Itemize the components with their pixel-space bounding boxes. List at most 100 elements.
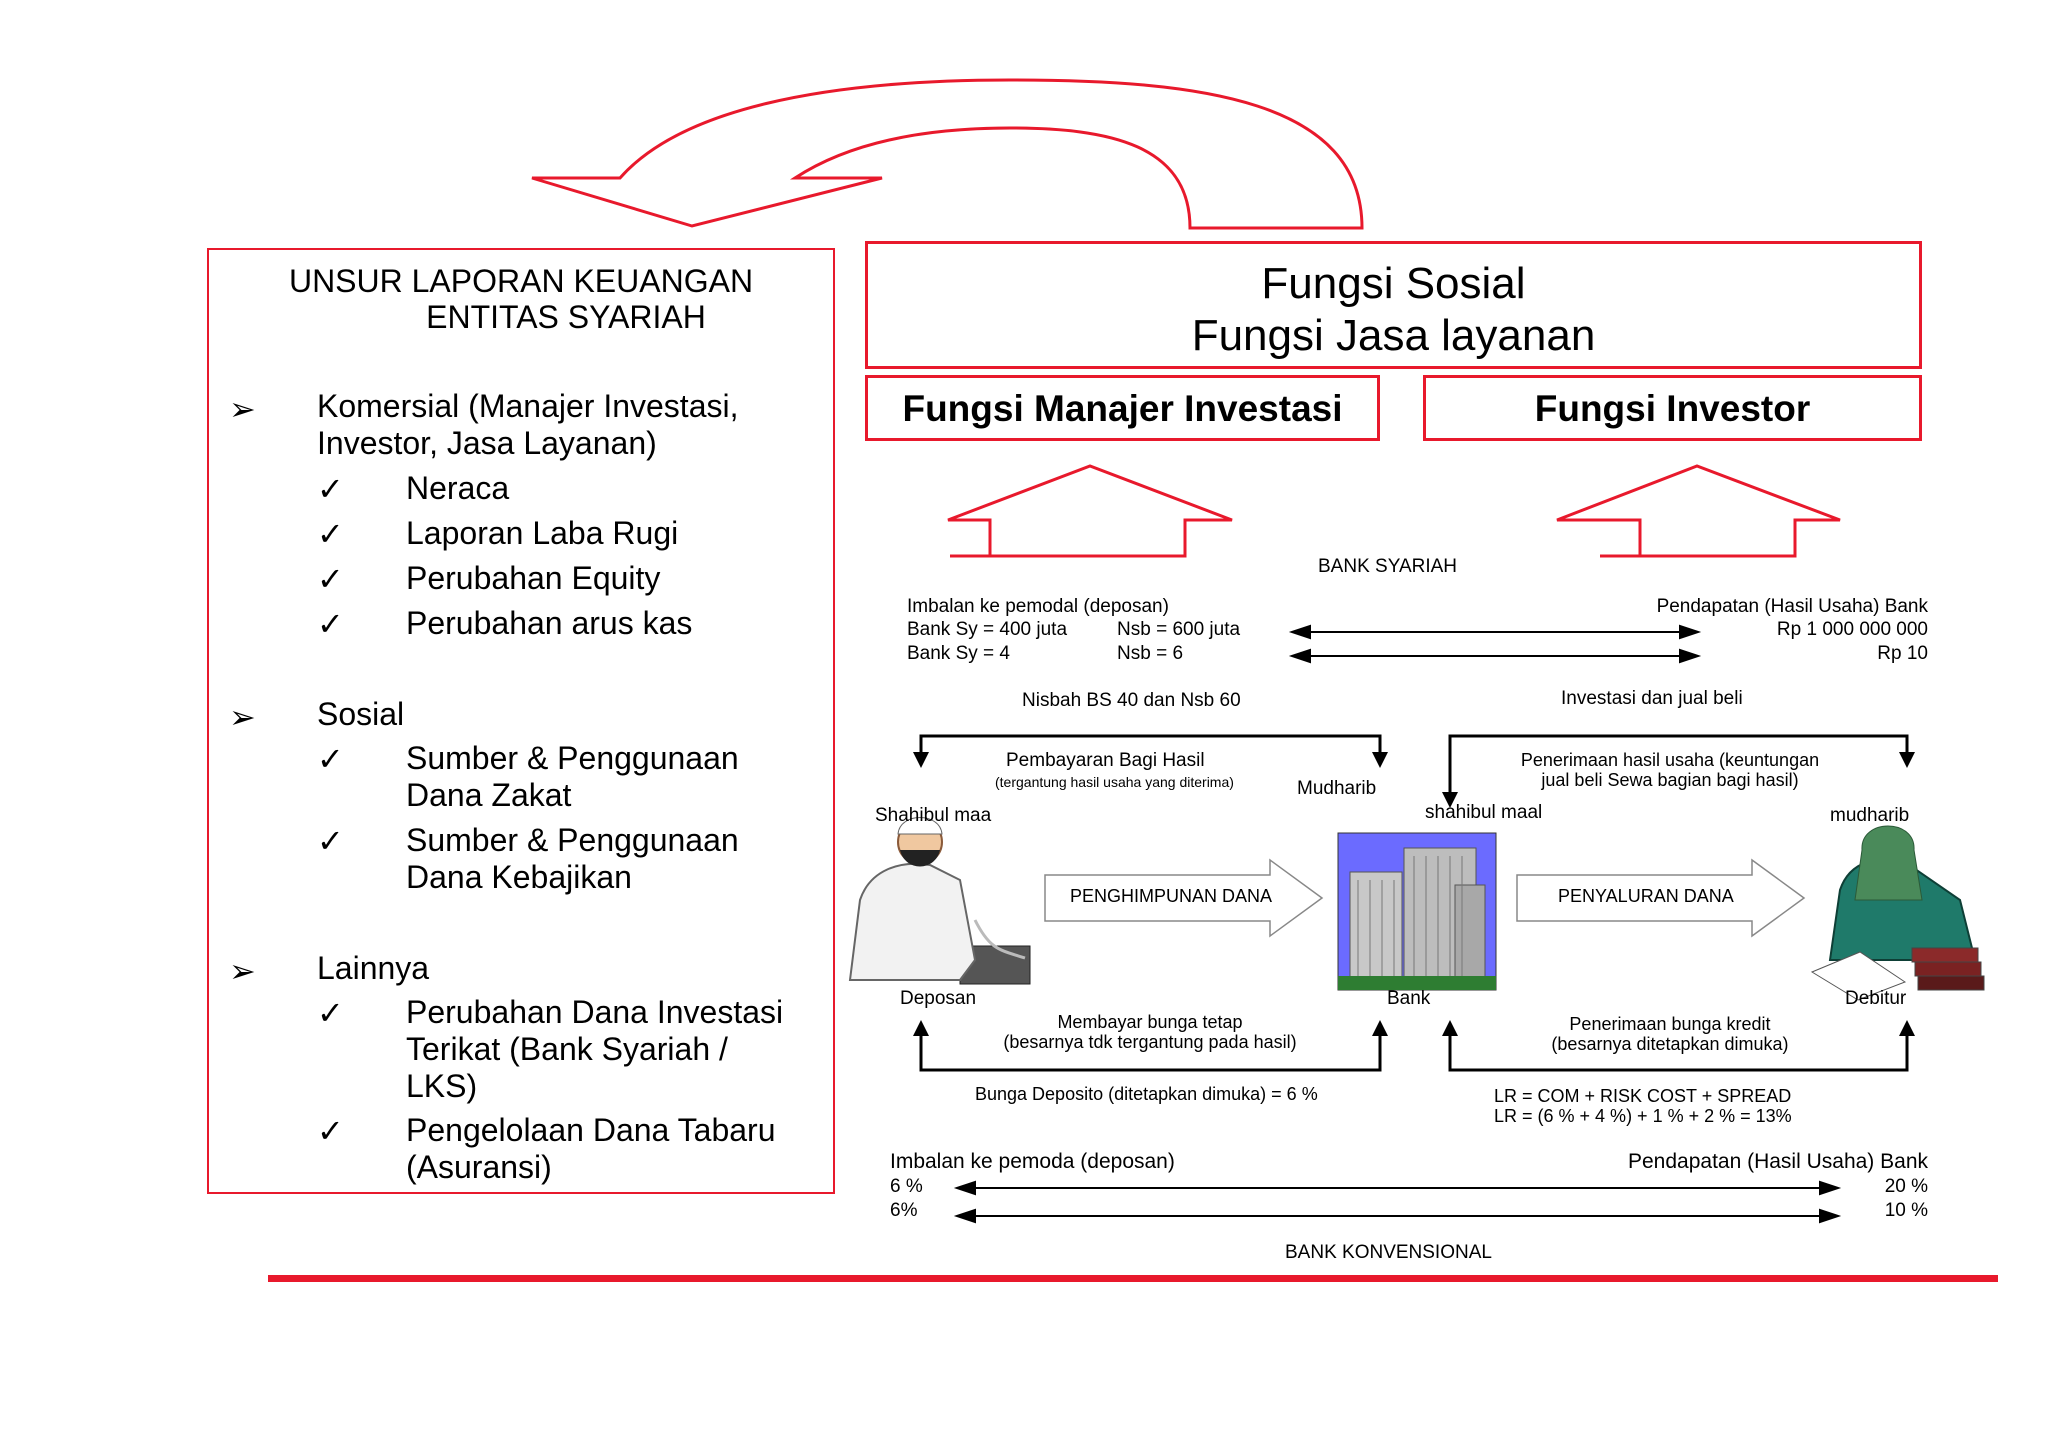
- bullet-icon: ➢: [229, 391, 256, 427]
- double-arrow-konv-2: [953, 1208, 1842, 1224]
- imbalan-konv-label: Imbalan ke pemoda (deposan): [890, 1150, 1175, 1173]
- pendapatan-konv-label: Pendapatan (Hasil Usaha) Bank: [1627, 1150, 1928, 1173]
- bunga-deposito-label: Bunga Deposito (ditetapkan dimuka) = 6 %: [975, 1084, 1318, 1104]
- lr-label-1: LR = COM + RISK COST + SPREAD: [1494, 1086, 1792, 1106]
- bullet-icon: ➢: [229, 699, 256, 735]
- rp-2: Rp 10: [1877, 643, 1928, 664]
- bracket-arrow-bottom-left: [919, 1030, 1382, 1072]
- check-icon: ✓: [317, 516, 344, 552]
- double-arrow-syariah-2: [1288, 648, 1702, 664]
- check-icon: ✓: [317, 561, 344, 597]
- penerimaan-label-1: Penerimaan hasil usaha (keuntungan: [1520, 750, 1820, 770]
- arrowhead: [913, 752, 929, 768]
- list-item: Perubahan Equity: [406, 560, 661, 596]
- list-item: Laporan Laba Rugi: [406, 515, 679, 551]
- membayar-label-1: Membayar bunga tetap: [1057, 1012, 1243, 1032]
- section-heading: Sosial: [317, 696, 405, 732]
- nisbah-label: Nisbah BS 40 dan Nsb 60: [1022, 690, 1241, 711]
- list-item: Dana Kebajikan: [406, 859, 632, 895]
- left-panel-title-2: ENTITAS SYARIAH: [426, 299, 706, 335]
- block-arrow-penyaluran: [1516, 858, 1806, 938]
- check-icon: ✓: [317, 823, 344, 859]
- debitur-label: Debitur: [1845, 988, 1907, 1009]
- mudharib-right-label: mudharib: [1830, 805, 1910, 826]
- mudharib-center-label: Mudharib: [1297, 778, 1377, 799]
- pembayaran-label: Pembayaran Bagi Hasil: [1006, 750, 1205, 771]
- membayar-label-2: (besarnya tdk tergantung pada hasil): [1003, 1032, 1297, 1052]
- penyaluran-label: PENYALURAN DANA: [1558, 886, 1734, 906]
- block-arrow-penghimpunan: [1044, 858, 1324, 938]
- konv-right-2: 10 %: [1884, 1200, 1928, 1221]
- bullet-icon: ➢: [229, 953, 256, 989]
- arrowhead: [1442, 1020, 1458, 1036]
- arrowhead: [1899, 1020, 1915, 1036]
- shahibul-left-label: Shahibul maa: [875, 805, 992, 826]
- bank-building-icon: [1337, 832, 1497, 991]
- section-heading: Investor, Jasa Layanan): [317, 425, 657, 461]
- konv-right-1: 20 %: [1884, 1176, 1928, 1197]
- list-item: Perubahan arus kas: [406, 605, 693, 641]
- lr-label-2: LR = (6 % + 4 %) + 1 % + 2 % = 13%: [1494, 1106, 1792, 1126]
- rp-1: Rp 1 000 000 000: [1776, 619, 1928, 640]
- fungsi-investor-box: Fungsi Investor: [1423, 375, 1922, 441]
- bank-sy-2: Bank Sy = 4: [907, 643, 1010, 664]
- bank-label: Bank: [1387, 988, 1431, 1009]
- bracket-arrow-bottom-right: [1448, 1030, 1909, 1072]
- konv-left-2: 6%: [890, 1200, 918, 1221]
- pendapatan-syariah-label: Pendapatan (Hasil Usaha) Bank: [1656, 596, 1928, 617]
- fungsi-sosial-label: Fungsi Sosial: [1261, 259, 1526, 308]
- bracket-arrow-top-left: [919, 734, 1382, 760]
- investasi-label: Investasi dan jual beli: [1561, 688, 1743, 709]
- list-item: Perubahan Dana Investasi: [406, 994, 784, 1030]
- check-icon: ✓: [317, 471, 344, 507]
- deposan-figure-icon: [848, 817, 1031, 985]
- up-arrow-right: [1556, 464, 1841, 558]
- list-item: Neraca: [406, 470, 510, 506]
- double-arrow-konv-1: [953, 1180, 1842, 1196]
- section-heading: Komersial (Manajer Investasi,: [317, 388, 739, 424]
- debitur-figure-icon: [1810, 825, 1985, 1001]
- double-arrow-syariah-1: [1288, 624, 1702, 640]
- konv-left-1: 6 %: [890, 1176, 923, 1197]
- list-item: Sumber & Penggunaan: [406, 740, 739, 776]
- penerimaan-bunga-label-2: (besarnya ditetapkan dimuka): [1551, 1034, 1789, 1054]
- bracket-arrow-top-right: [1448, 734, 1909, 800]
- bank-sy-1: Bank Sy = 400 juta: [907, 619, 1068, 640]
- imbalan-syariah-label: Imbalan ke pemodal (deposan): [907, 596, 1169, 617]
- pembayaran-sub-label: (tergantung hasil usaha yang diterima): [995, 774, 1234, 790]
- arrowhead: [1442, 792, 1458, 808]
- arrowhead: [1899, 752, 1915, 768]
- check-icon: ✓: [317, 606, 344, 642]
- check-icon: ✓: [317, 741, 344, 777]
- penerimaan-bunga-label-1: Penerimaan bunga kredit: [1569, 1014, 1771, 1034]
- check-icon: ✓: [317, 1113, 344, 1149]
- section-heading: Lainnya: [317, 950, 430, 986]
- check-icon: ✓: [317, 995, 344, 1031]
- left-panel: UNSUR LAPORAN KEUANGAN ENTITAS SYARIAH ➢…: [207, 248, 835, 1194]
- fungsi-jasa-label: Fungsi Jasa layanan: [1191, 311, 1596, 360]
- arrowhead: [1372, 752, 1388, 768]
- bank-konvensional-label: BANK KONVENSIONAL: [1285, 1242, 1492, 1263]
- fungsi-sosial-box: Fungsi Sosial Fungsi Jasa layanan: [865, 241, 1922, 369]
- shahibul-right-label: shahibul maal: [1425, 802, 1543, 823]
- list-item: Sumber & Penggunaan: [406, 822, 739, 858]
- nsb-1: Nsb = 600 juta: [1117, 619, 1241, 640]
- up-arrow-left: [947, 464, 1233, 558]
- curved-arrow: [531, 78, 1364, 230]
- left-panel-title-1: UNSUR LAPORAN KEUANGAN: [288, 263, 754, 299]
- list-item: Terikat (Bank Syariah /: [406, 1031, 728, 1067]
- list-item: Pengelolaan Dana Tabaru: [406, 1112, 776, 1148]
- list-item: LKS): [406, 1068, 478, 1104]
- bank-syariah-label: BANK SYARIAH: [1318, 556, 1458, 577]
- bottom-red-rule: [268, 1275, 1998, 1282]
- nsb-2: Nsb = 6: [1117, 643, 1184, 664]
- arrowhead: [1372, 1020, 1388, 1036]
- list-item: Dana Zakat: [406, 777, 572, 813]
- penerimaan-label-2: jual beli Sewa bagian bagi hasil): [1541, 770, 1799, 790]
- deposan-label: Deposan: [900, 988, 977, 1009]
- penghimpunan-label: PENGHIMPUNAN DANA: [1070, 886, 1273, 906]
- list-item: (Asuransi): [406, 1149, 552, 1185]
- arrowhead: [913, 1020, 929, 1036]
- fungsi-manajer-box: Fungsi Manajer Investasi: [865, 375, 1380, 441]
